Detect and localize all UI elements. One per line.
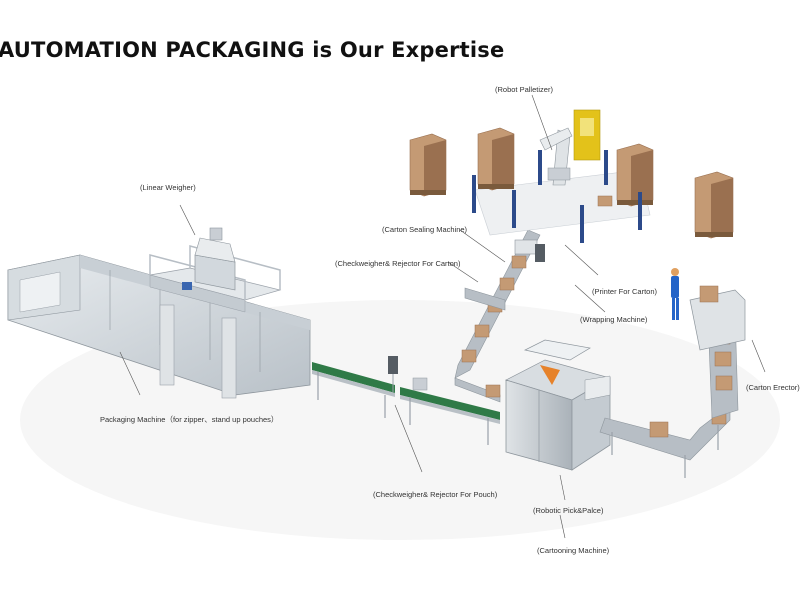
page-title: AUTOMATION PACKAGING is Our Expertise [0,38,505,62]
pallet-stack [616,143,654,207]
label-carton-erector: (Carton Erector) [746,383,800,392]
operator-figure [671,268,679,320]
pallet-stack [477,127,515,191]
label-cartooning-machine: (Cartooning Machine) [537,546,610,555]
pallet-stack [409,133,447,197]
label-robot-palletizer: (Robot Palletizer) [495,85,553,94]
robotic-pick-place-cell [505,339,611,471]
robot-palletizer-area [409,109,734,243]
label-linear-weigher: (Linear Weigher) [140,183,196,192]
carton-erector-conveyor [689,285,746,419]
label-printer-for-carton: (Printer For Carton) [592,287,658,296]
label-robotic-pick-place: (Robotic Pick&Palce) [533,506,604,515]
linear-weigher [149,227,282,399]
pallet-stack [694,171,734,239]
label-carton-sealing-machine: (Carton Sealing Machine) [382,225,468,234]
leader-lines [119,94,766,539]
label-packaging-machine: Packaging Machine（for zipper、stand up po… [100,415,279,424]
label-checkweigher-carton: (Checkweigher& Rejector For Carton) [335,259,461,268]
checkweigher-pouch [312,356,500,445]
label-wrapping-machine: (Wrapping Machine) [580,315,648,324]
carton-conveyor-diagonal [454,229,545,403]
label-checkweigher-pouch: (Checkweigher& Rejector For Pouch) [373,490,498,499]
